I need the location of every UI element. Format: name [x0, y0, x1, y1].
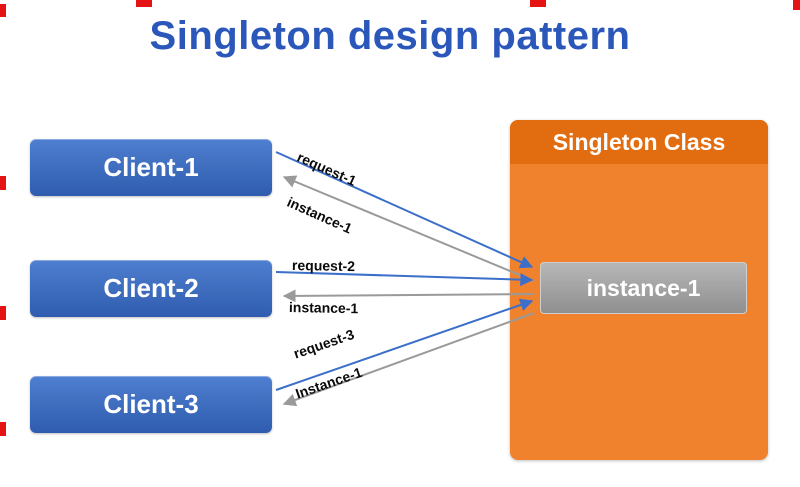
request-2-label: request-2 — [291, 257, 356, 275]
red-artifact-marker — [0, 422, 6, 436]
red-artifact-marker — [0, 4, 6, 17]
client-2-label: Client-2 — [103, 273, 199, 303]
singleton-class-title: Singleton Class — [552, 128, 726, 155]
response-2-arrow — [282, 289, 535, 303]
client-1-box: Client-1 — [30, 139, 272, 196]
red-artifact-marker — [136, 0, 152, 7]
diagram-title: Singleton design pattern — [149, 14, 631, 58]
response-2-label: instance-1 — [288, 299, 359, 317]
singleton-class-panel: Singleton Class instance-1 — [510, 120, 768, 460]
singleton-class-header: Singleton Class — [510, 120, 768, 164]
client-3-label: Client-3 — [103, 389, 199, 419]
red-artifact-marker — [793, 0, 800, 10]
response-1-label: instance-1 — [284, 193, 355, 237]
request-3-label: request-3 — [291, 325, 357, 362]
red-artifact-marker — [0, 306, 6, 320]
instance-label: instance-1 — [586, 274, 701, 301]
client-2-box: Client-2 — [30, 260, 272, 317]
client-3-box: Client-3 — [30, 376, 272, 433]
response-3-label: Instance-1 — [293, 363, 365, 402]
red-artifact-marker — [530, 0, 546, 7]
instance-box: instance-1 — [540, 262, 747, 314]
red-artifact-marker — [0, 176, 6, 190]
request-1-label: request-1 — [294, 148, 359, 189]
client-1-label: Client-1 — [103, 152, 199, 182]
